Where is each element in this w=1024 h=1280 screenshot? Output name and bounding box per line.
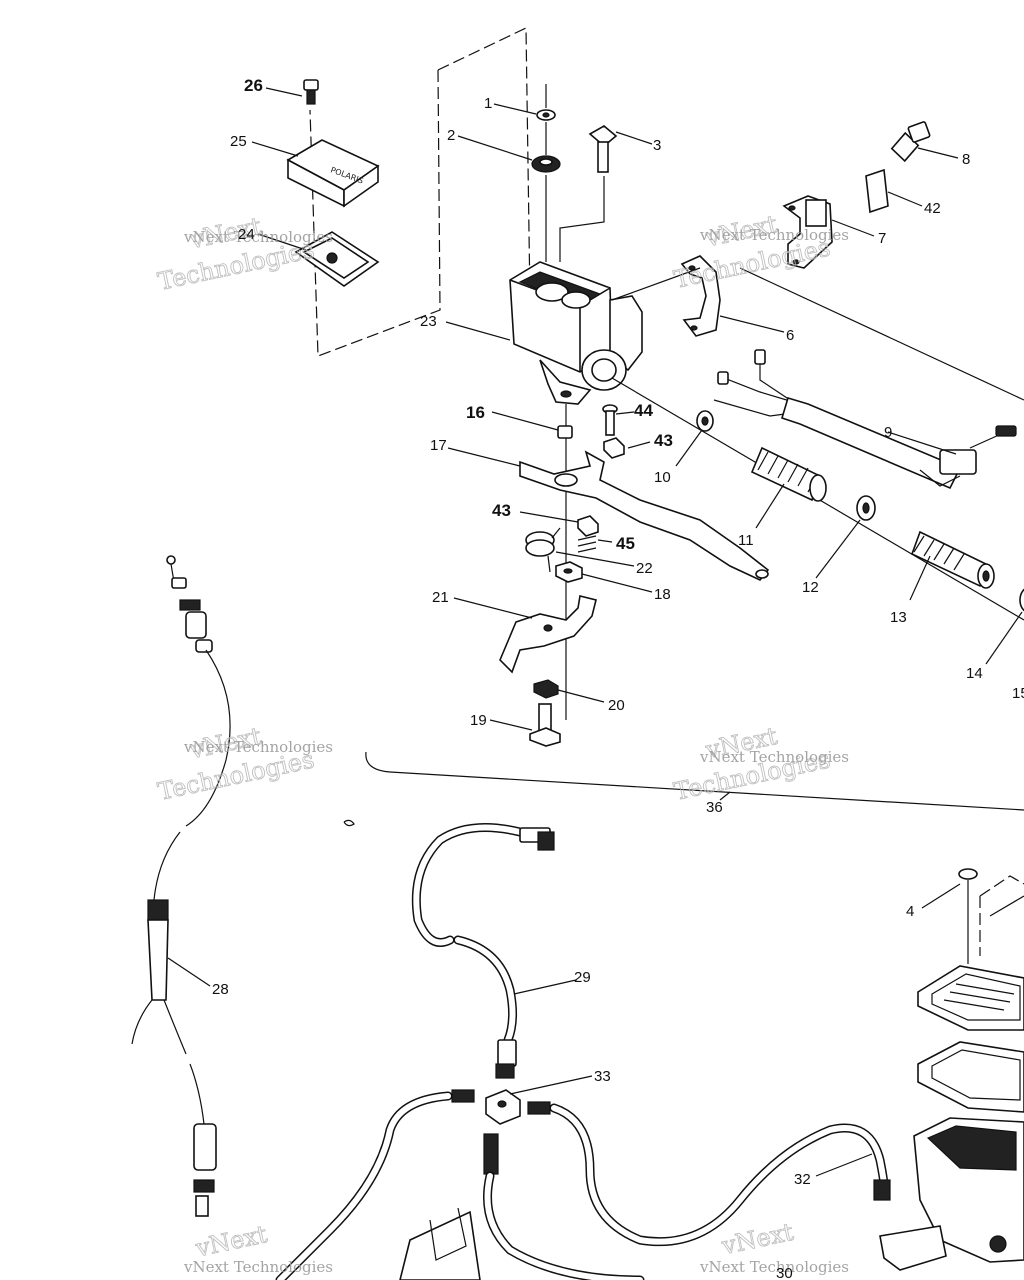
part-17-brake-lever	[519, 450, 770, 581]
part-11-grip	[750, 446, 827, 502]
part-12-washer	[856, 495, 876, 521]
part-24-diaphragm	[294, 231, 380, 287]
part-14-end-cap	[1019, 588, 1024, 612]
rear-diaphragm	[917, 1041, 1024, 1113]
part-29-brake-hose	[411, 823, 555, 1079]
rear-master-cylinder	[879, 1117, 1024, 1271]
part-43-nut-lower	[577, 515, 599, 537]
part-36-handlebar	[365, 751, 1024, 811]
callout-22: 22	[636, 560, 653, 577]
callout-9: 9	[884, 424, 892, 441]
callout-7: 7	[878, 230, 886, 247]
rear-reservoir-cover	[917, 965, 1024, 1031]
callout-3: 3	[653, 137, 661, 154]
part-3-bolt	[588, 125, 618, 173]
part-23-master-cylinder	[509, 261, 643, 405]
part-13-throttle	[910, 530, 995, 589]
watermark-6: vNext	[718, 1217, 797, 1261]
callout-17: 17	[430, 437, 447, 454]
callout-8: 8	[962, 151, 970, 168]
callout-28: 28	[212, 981, 229, 998]
part-30-hose-center	[399, 1171, 645, 1280]
part-22-torsion-spring	[525, 527, 561, 573]
callout-29: 29	[574, 969, 591, 986]
part-19-bolt	[529, 703, 561, 747]
part-42-pad	[865, 168, 889, 214]
watermark-3-small: vNext Technologies	[183, 738, 333, 756]
callout-25: 25	[230, 133, 247, 150]
callout-16: 16	[466, 403, 485, 422]
callout-6: 6	[786, 327, 794, 344]
callout-11: 11	[738, 532, 754, 549]
watermark-1-small: vNext Technologies	[183, 228, 333, 246]
part-8-screw	[890, 121, 931, 163]
part-18-nut	[555, 561, 583, 583]
part-10-washer	[696, 410, 714, 432]
part-4-screw	[958, 868, 978, 964]
part-30-hose-left	[275, 1091, 453, 1280]
svg-text:vNext: vNext	[719, 1218, 797, 1261]
callout-1: 1	[484, 95, 492, 112]
watermark-5-small: vNext Technologies	[183, 1258, 333, 1276]
callout-32: 32	[794, 1171, 811, 1188]
callout-36: 36	[706, 799, 723, 816]
watermark-5: vNext	[192, 1220, 270, 1264]
callout-4: 4	[906, 903, 914, 920]
callout-10: 10	[654, 469, 671, 486]
watermark-3: vNext Technologies	[155, 721, 317, 806]
part-44-pin	[602, 404, 618, 436]
callout-12: 12	[802, 579, 819, 596]
part-21-bracket	[499, 595, 597, 674]
watermark-1: vNext Technologies	[155, 211, 317, 296]
part-45-spring	[577, 535, 597, 553]
callout-43-upper: 43	[654, 431, 673, 450]
callout-labels: 1 2 3 4 6 7 8 9 10 11 12 13 14 15 16 17 …	[212, 76, 1024, 1280]
callout-42: 42	[924, 200, 941, 217]
part-1-washer	[536, 109, 556, 121]
callout-30: 30	[776, 1265, 793, 1280]
part-26-screw	[303, 79, 319, 105]
callout-24: 24	[238, 226, 255, 243]
part-16-bushing	[557, 425, 573, 439]
part-20-nut	[533, 679, 559, 699]
part-2-grommet	[531, 155, 561, 173]
leader-lines	[167, 87, 1023, 1177]
watermark-2-small: vNext Technologies	[699, 226, 849, 244]
watermark-4-small: vNext Technologies	[699, 748, 849, 766]
callout-18: 18	[654, 586, 671, 603]
callout-19: 19	[470, 712, 487, 729]
callout-15: 15	[1012, 685, 1024, 702]
callout-26: 26	[244, 76, 263, 95]
part-7-switch-housing	[782, 195, 833, 269]
part-9-heater-element	[713, 349, 1017, 490]
callout-13: 13	[890, 609, 907, 626]
part-33-t-fitting	[451, 1089, 551, 1175]
part-25-reservoir-cover: POLARIS	[286, 139, 380, 208]
svg-text:vNext: vNext	[192, 1220, 270, 1263]
callout-45: 45	[616, 534, 635, 553]
callout-21: 21	[432, 589, 449, 606]
part-6-clamp	[680, 255, 721, 337]
watermarks: vNext Technologies vNext Technologies vN…	[155, 209, 849, 1276]
callout-23: 23	[420, 313, 437, 330]
callout-44: 44	[634, 401, 653, 420]
part-28-cable	[131, 555, 231, 1217]
watermark-6-small: vNext Technologies	[699, 1258, 849, 1276]
part-32-hose-right	[549, 1103, 891, 1247]
part-43-nut-upper	[603, 437, 625, 459]
callout-14: 14	[966, 665, 983, 682]
callout-2: 2	[447, 127, 455, 144]
callout-33: 33	[594, 1068, 611, 1085]
callout-20: 20	[608, 697, 625, 714]
callout-43-lower: 43	[492, 501, 511, 520]
cap-group-outline	[309, 27, 531, 357]
